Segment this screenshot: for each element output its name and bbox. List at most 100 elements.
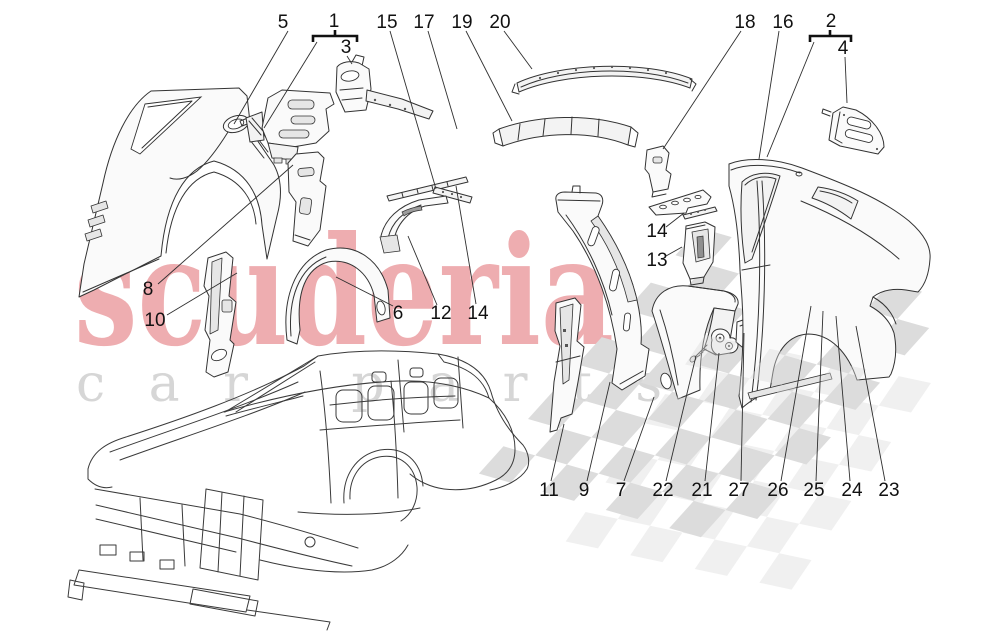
flag-cell: [696, 337, 754, 374]
flag-cell: [746, 516, 800, 554]
leader-line-14-15: [455, 185, 477, 305]
leader-line-26-24: [780, 305, 812, 482]
parts-layer: [67, 54, 931, 631]
sill-strip-part-15: [386, 176, 469, 202]
callout-label-21-22: 21: [691, 480, 712, 501]
callout-label-3-2: 3: [341, 37, 352, 58]
leader-line-13-17: [665, 246, 683, 257]
leader-line-21-22: [704, 352, 720, 482]
leader-line-23-27: [855, 325, 886, 482]
flag-cell: [799, 494, 852, 531]
leader-line-6-13: [335, 276, 394, 307]
flag-cell: [814, 362, 867, 399]
flag-cell: [749, 348, 802, 386]
flag-cell: [605, 482, 663, 520]
latch-part-21: [710, 328, 739, 356]
flag-cell: [767, 391, 824, 429]
leader-line-15-3: [389, 30, 437, 190]
leader-line-22-21: [665, 355, 697, 482]
checkered-flag-front-icon: [565, 335, 931, 590]
flag-cell: [774, 428, 831, 465]
flag-cell: [617, 489, 671, 526]
flag-cell: [685, 335, 738, 372]
callout-label-23-27: 23: [878, 480, 899, 501]
callout-label-18-7: 18: [734, 12, 755, 33]
callout-label-11-18: 11: [539, 480, 559, 501]
callout-label-12-14: 12: [430, 303, 451, 324]
leader-line-5-0: [233, 30, 289, 125]
callout-label-16-8: 16: [772, 12, 793, 33]
flag-cell: [662, 464, 719, 501]
flag-cell: [711, 409, 768, 447]
trim-part-12: [379, 195, 449, 254]
bracket-part-18: [644, 145, 672, 198]
callout-label-22-21: 22: [652, 480, 673, 501]
bracket-part-13: [682, 221, 716, 286]
callout-label-14-16: 14: [646, 221, 668, 242]
leader-line-18-7: [662, 30, 742, 150]
leader-line-17-4: [427, 30, 458, 130]
bracket-part-4: [821, 106, 885, 155]
callout-label-27-23: 27: [728, 480, 749, 501]
pillar-part-10: [203, 251, 237, 378]
callout-label-6-13: 6: [393, 303, 404, 324]
leader-line-2-9: [766, 41, 815, 158]
flag-cell: [654, 428, 712, 465]
left-quarter-panel: [78, 87, 282, 298]
flag-cell: [598, 446, 655, 483]
flag-cell: [826, 398, 879, 436]
leader-line-4-10: [844, 56, 848, 104]
flag-cell: [542, 464, 599, 501]
leader-line-10-12: [166, 272, 238, 316]
flag-cell: [535, 428, 592, 465]
callout-label-9-19: 9: [579, 480, 590, 501]
leader-line-16-8: [758, 30, 780, 160]
callout-label-14-15: 14: [467, 303, 489, 324]
shelf-support-piece: [648, 189, 712, 216]
flag-cell: [605, 453, 658, 490]
band-part-19: [492, 116, 639, 148]
flag-cell: [670, 466, 723, 504]
side-vent-slats: [84, 200, 109, 242]
leader-line-11-18: [550, 423, 565, 482]
inner-quarter-bracket-group: [239, 89, 335, 165]
group-bracket-2: [808, 30, 853, 42]
leader-line-9-19: [586, 381, 611, 482]
flag-cell: [630, 525, 683, 563]
flag-cell: [725, 482, 782, 520]
flag-cell: [823, 373, 881, 410]
flag-cell: [734, 480, 787, 517]
leader-line-7-20: [623, 396, 655, 482]
leader-line-25-25: [815, 310, 824, 482]
leader-line-14-16: [665, 212, 685, 228]
flag-cell: [722, 444, 775, 481]
right-quarter-panel: [728, 158, 931, 409]
leader-line-3-2: [346, 55, 353, 65]
flag-cell: [762, 385, 815, 422]
flag-cell: [878, 376, 931, 413]
callout-label-20-6: 20: [489, 12, 510, 33]
callout-label-24-26: 24: [841, 480, 863, 501]
callout-label-10-12: 10: [144, 310, 165, 331]
flag-cell: [565, 512, 618, 549]
wheel-arch-part-6: [285, 247, 391, 345]
callout-label-5-0: 5: [278, 12, 289, 33]
callout-label-8-11: 8: [143, 279, 154, 300]
flag-cell: [657, 430, 710, 467]
leader-line-24-26: [835, 315, 851, 482]
leader-line-19-5: [465, 30, 513, 122]
callout-label-7-20: 7: [616, 480, 627, 501]
leader-line-8-11: [157, 164, 294, 285]
group-bracket-1: [311, 30, 359, 42]
callout-label-17-4: 17: [413, 12, 434, 33]
callout-label-15-3: 15: [376, 12, 397, 33]
flag-cell: [718, 446, 775, 483]
leader-line-20-6: [503, 30, 533, 70]
callout-label-1-1: 1: [329, 11, 340, 32]
bracket-part-3: [335, 54, 434, 120]
flag-cell: [759, 553, 812, 590]
leader-line-27-23: [740, 332, 745, 482]
flag-cell: [694, 539, 747, 576]
